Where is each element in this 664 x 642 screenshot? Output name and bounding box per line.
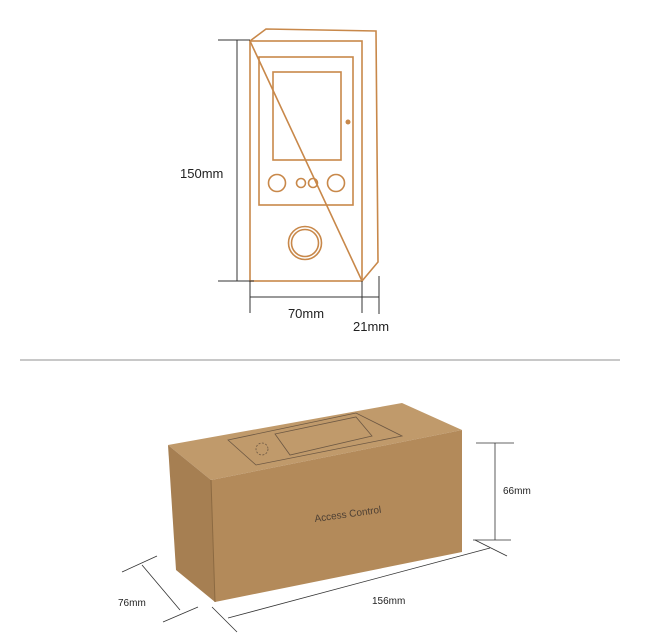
device-screen — [272, 71, 342, 161]
button-left — [267, 173, 287, 193]
box-width-dim-line — [141, 564, 181, 611]
device-front — [249, 40, 363, 282]
box-length-tick-right — [474, 539, 508, 557]
box-length-label: 156mm — [372, 596, 405, 607]
button-right — [326, 173, 346, 193]
fingerprint-sensor-outer — [287, 225, 323, 261]
printed-screen — [274, 416, 373, 456]
indicator-dot — [345, 119, 351, 125]
device-width-label: 70mm — [288, 306, 324, 321]
device-dimension-lines — [218, 39, 380, 314]
box-top-print — [227, 412, 404, 466]
device-side — [249, 28, 379, 283]
box-height-label: 66mm — [503, 486, 531, 497]
box-edge — [210, 479, 216, 603]
box-width-tick-top — [121, 555, 158, 573]
button-mid-right — [307, 177, 319, 189]
device-height-label: 150mm — [180, 166, 223, 181]
printed-fingerprint-icon — [255, 442, 269, 456]
package-box: Access Control — [168, 403, 462, 603]
device-panel — [258, 56, 354, 206]
box-width-tick-bottom — [162, 606, 199, 623]
box-length-dim-line — [227, 547, 491, 619]
box-top-face — [168, 403, 462, 480]
device-depth-label: 21mm — [353, 319, 389, 334]
box-front-face — [211, 430, 462, 602]
box-length-tick-left — [211, 606, 238, 633]
box-end-face — [168, 445, 215, 602]
box-dimension-lines — [121, 442, 514, 633]
button-mid-left — [295, 177, 307, 189]
fingerprint-sensor-inner — [290, 228, 320, 258]
device-outline — [249, 28, 379, 283]
printed-device-outline — [227, 412, 404, 466]
box-width-label: 76mm — [118, 598, 146, 609]
